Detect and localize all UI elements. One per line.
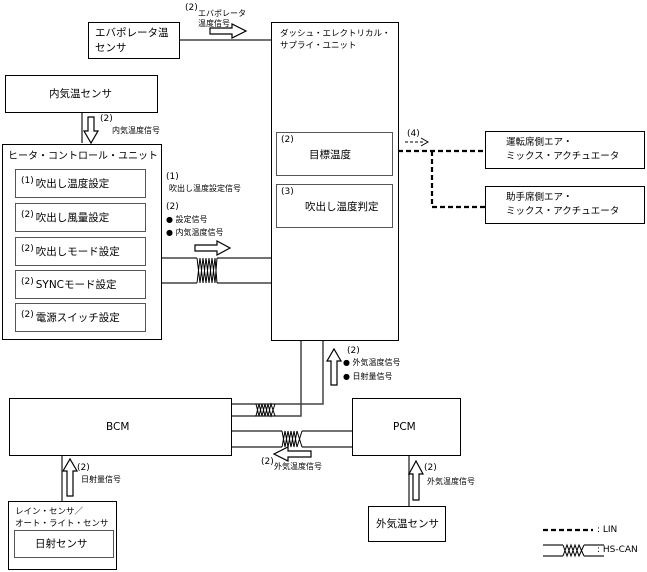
arrow-hcu-dsu: [194, 239, 232, 257]
legend-lin-label: : LIN: [597, 525, 618, 535]
hcu-setting-airflow: (2)吹出し風量設定: [15, 203, 146, 232]
arrow-rain-bcm: [61, 457, 79, 497]
driver-actuator-label-1: 運転席側エア・: [506, 137, 573, 148]
setting-label: 吹出し風量設定: [35, 212, 110, 224]
hscan-hcu-dsu: [162, 257, 271, 284]
ambient-sensor-label: 外気温センサ: [376, 518, 439, 530]
solar-signal-label: 日射量信号: [81, 475, 121, 484]
hcu-signal-bullet-2: ● 内気温度信号: [166, 228, 224, 237]
lin-signal-num: (4): [407, 129, 420, 139]
solar-signal-num: (2): [77, 463, 90, 473]
legend-hscan-line: [543, 544, 604, 557]
pcm-box: PCM: [352, 398, 461, 456]
bullet-text: 内気温度信号: [175, 228, 224, 237]
hscan-dsu-bcm-a: [255, 340, 302, 417]
hcu-setting-mode: (2)吹出しモード設定: [15, 237, 146, 266]
ambient-temp-sensor: 外気温センサ: [368, 506, 446, 542]
bcm-label: BCM: [106, 421, 130, 433]
dash-electrical-supply-unit: ダッシュ・エレクトリカル・ サプライ・ユニット: [271, 22, 399, 341]
cabin-sensor-label: 内気温センサ: [49, 88, 112, 100]
setting-num: (2): [21, 210, 34, 220]
pcm-bcm-signal-num: (2): [261, 457, 274, 467]
arrow-bcm-dsu: [325, 347, 343, 386]
dsu-block-target-temp: (2) 目標温度: [276, 132, 393, 176]
hscan-dsu-bcm-b: [232, 340, 324, 417]
setting-num: (2): [21, 277, 34, 287]
ambient-signal-num: (2): [424, 463, 437, 473]
arrow-cabin-hcu: [82, 116, 100, 145]
passenger-air-mix-actuator: 助手席側エア・ ミックス・アクチュエータ: [485, 186, 645, 224]
hcu-setting-power: (2)電源スイッチ設定: [15, 303, 146, 332]
evaporator-signal-label-2: 温度信号: [198, 19, 230, 28]
bullet-text: 外気温度信号: [352, 358, 401, 367]
cabin-signal-num: (2): [100, 114, 113, 124]
ambient-signal-label: 外気温度信号: [427, 477, 475, 486]
hcu-setting-sync: (2)SYNCモード設定: [15, 270, 146, 299]
setting-text: (1)吹出し温度設定: [21, 176, 110, 191]
setting-label: 吹出し温度設定: [35, 178, 110, 190]
legend-hscan-label: : HS-CAN: [597, 545, 638, 555]
evaporator-signal-num: (2): [185, 3, 198, 13]
arrow-ambient-pcm: [407, 459, 425, 501]
lin-dsu-actuators: [398, 149, 485, 209]
hcu-signal-label-1: 吹出し温度設定信号: [169, 184, 241, 193]
rain-sensor-label-2: オート・ライト・センサ: [15, 519, 109, 529]
arrow-pcm-bcm: [272, 446, 312, 462]
arrow-evap-dsu: [209, 23, 248, 39]
setting-label: 吹出しモード設定: [35, 246, 120, 258]
hcu-signal-num-2: (2): [166, 202, 179, 212]
driver-actuator-label-2: ミックス・アクチュエータ: [506, 151, 620, 162]
lin-arrow-head: [420, 137, 430, 147]
setting-label: SYNCモード設定: [35, 279, 117, 291]
bcm-box: BCM: [9, 398, 232, 456]
evaporator-sensor-label-2: センサ: [95, 42, 127, 54]
rain-sensor-label-1: レイン・センサ／: [15, 507, 84, 517]
bullet-text: 日射量信号: [352, 372, 393, 381]
setting-text: (2)吹出しモード設定: [21, 244, 120, 259]
setting-num: (1): [21, 176, 34, 186]
twist-dsu-bcm: [255, 402, 276, 418]
dsu-block-num: (3): [281, 187, 294, 197]
hcu-setting-outlet-temp: (1)吹出し温度設定: [15, 169, 146, 198]
setting-text: (2)SYNCモード設定: [21, 277, 117, 292]
dsu-label-1: ダッシュ・エレクトリカル・: [280, 29, 391, 39]
dsu-label-2: サプライ・ユニット: [280, 41, 357, 51]
solar-sensor-label: 日射センサ: [35, 538, 88, 550]
driver-air-mix-actuator: 運転席側エア・ ミックス・アクチュエータ: [485, 131, 645, 169]
setting-text: (2)吹出し風量設定: [21, 210, 110, 225]
passenger-actuator-label-1: 助手席側エア・: [506, 192, 573, 203]
pcm-label: PCM: [393, 421, 416, 433]
solar-sensor: 日射センサ: [14, 530, 114, 558]
evaporator-sensor-label-1: エバポレータ温: [95, 27, 169, 39]
cabin-signal-label: 内気温度信号: [112, 126, 160, 135]
dsu-block-label: 目標温度: [309, 149, 351, 161]
dsu-block-outlet-temp-judge: (3) 吹出し温度判定: [276, 184, 393, 228]
bullet-text: 設定信号: [175, 215, 208, 224]
setting-label: 電源スイッチ設定: [35, 312, 120, 324]
setting-text: (2)電源スイッチ設定: [21, 310, 120, 325]
twist-hcu-dsu: [196, 257, 218, 284]
hcu-label: ヒータ・コントロール・ユニット: [8, 151, 158, 162]
bcm-dsu-bullet-1: ● 外気温度信号: [343, 358, 401, 367]
hcu-signal-bullet-1: ● 設定信号: [166, 215, 208, 224]
evaporator-sensor-box: エバポレータ温 センサ: [88, 22, 180, 59]
twist-bcm-pcm: [281, 430, 303, 448]
bcm-dsu-bullet-2: ● 日射量信号: [343, 372, 393, 381]
dsu-block-label: 吹出し温度判定: [305, 201, 379, 213]
hcu-signal-num-1: (1): [166, 172, 179, 182]
twist-legend: [562, 543, 585, 558]
setting-num: (2): [21, 244, 34, 254]
hscan-bcm-pcm: [232, 430, 352, 448]
cabin-temp-sensor: 内気温センサ: [5, 75, 158, 113]
evaporator-signal-label-1: エバポレータ: [198, 9, 246, 18]
dsu-block-num: (2): [281, 135, 294, 145]
passenger-actuator-label-2: ミックス・アクチュエータ: [506, 206, 620, 217]
setting-num: (2): [21, 310, 34, 320]
bcm-dsu-signal-num: (2): [347, 346, 360, 356]
pcm-bcm-signal-label: 外気温度信号: [274, 462, 322, 471]
